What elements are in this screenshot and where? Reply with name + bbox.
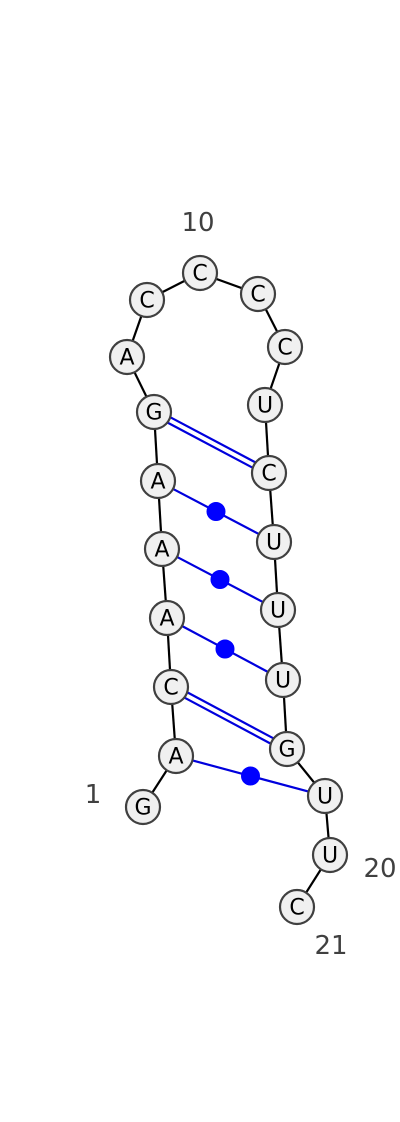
base-pair-gc [184, 691, 274, 745]
nucleotide-circle [143, 530, 181, 568]
nucleotide-circle [135, 393, 173, 431]
nucleotide-circle [246, 386, 284, 424]
nucleotide-letter: A [119, 346, 134, 371]
nucleotide-letter: G [145, 401, 162, 426]
pair-bond-line [169, 416, 256, 464]
base-pair-au [181, 625, 269, 673]
nucleotide-1: G [124, 788, 162, 826]
index-label-1: 1 [85, 780, 102, 810]
nucleotide-letter: A [150, 470, 165, 495]
nucleotide-16: U [259, 591, 297, 629]
nucleotide-10: C [181, 254, 219, 292]
nucleotide-letter: G [278, 738, 295, 763]
nucleotide-circle [268, 730, 306, 768]
nucleotide-circle [239, 275, 277, 313]
nucleotide-5: A [143, 530, 181, 568]
base-pair-gc [167, 416, 256, 469]
nucleotide-letter: U [322, 844, 338, 869]
nucleotide-12: C [266, 328, 304, 366]
nucleotide-letter: U [270, 599, 286, 624]
nucleotide-letter: U [275, 669, 291, 694]
index-label-20: 20 [363, 854, 396, 884]
nucleotide-8: A [108, 338, 146, 376]
nucleotide-circle [139, 462, 177, 500]
nucleotide-letter: G [134, 796, 151, 821]
nucleotide-11: C [239, 275, 277, 313]
nucleotide-letter: C [139, 289, 154, 314]
index-label-21: 21 [314, 931, 347, 961]
nucleotide-letter: C [289, 896, 304, 921]
nucleotide-3: C [152, 668, 190, 706]
index-labels: 1 10 20 21 [85, 208, 397, 961]
pair-bond-line [167, 421, 254, 469]
nucleotide-letter: U [257, 394, 273, 419]
base-pairs [167, 416, 309, 793]
nucleotide-circle [124, 788, 162, 826]
nucleotide-7: G [135, 393, 173, 431]
nucleotide-9: C [128, 281, 166, 319]
pair-bond-line [184, 696, 272, 745]
base-pair-au [172, 487, 260, 536]
pair-dot-marker [206, 502, 226, 521]
nucleotide-13: U [246, 386, 284, 424]
nucleotide-letter: U [266, 531, 282, 556]
index-label-10: 10 [181, 208, 214, 238]
pair-bond-line [186, 691, 274, 740]
nucleotide-circle [259, 591, 297, 629]
nucleotide-19: U [306, 777, 344, 815]
nucleotide-21: C [278, 888, 316, 926]
nucleotide-circle [157, 737, 195, 775]
nucleotide-circle [148, 599, 186, 637]
nucleotide-letter: C [277, 336, 292, 361]
nucleotide-letter: C [163, 676, 178, 701]
nucleotide-letter: U [317, 785, 333, 810]
nucleotide-circle [152, 668, 190, 706]
nucleotide-letter: A [159, 607, 174, 632]
nucleotide-letter: C [261, 462, 276, 487]
nucleotide-17: U [264, 661, 302, 699]
base-pair-gu-wobble [192, 759, 309, 793]
nucleotide-circle [264, 661, 302, 699]
nucleotide-6: A [139, 462, 177, 500]
nucleotide-circle [250, 454, 288, 492]
pair-dot-marker [215, 639, 235, 659]
nucleotide-circle [108, 338, 146, 376]
nucleotide-18: G [268, 730, 306, 768]
nucleotide-letter: C [250, 283, 265, 308]
nucleotide-20: U [311, 836, 349, 874]
nucleotide-circle [255, 523, 293, 561]
nucleotide-15: U [255, 523, 293, 561]
nucleotide-circle [181, 254, 219, 292]
nucleotide-letter: A [154, 538, 169, 563]
nucleotide-circle [278, 888, 316, 926]
base-pair-au [176, 555, 264, 604]
nucleotide-circle [128, 281, 166, 319]
nucleotide-letter: A [168, 745, 183, 770]
nucleotide-2: A [157, 737, 195, 775]
nucleotide-4: A [148, 599, 186, 637]
nucleotide-circle [311, 836, 349, 874]
pair-dot-marker [241, 766, 260, 786]
nucleotide-circle [306, 777, 344, 815]
nucleotide-14: C [250, 454, 288, 492]
nucleotide-letter: C [192, 262, 207, 287]
nucleotide-circle [266, 328, 304, 366]
pair-dot-marker [210, 570, 230, 589]
